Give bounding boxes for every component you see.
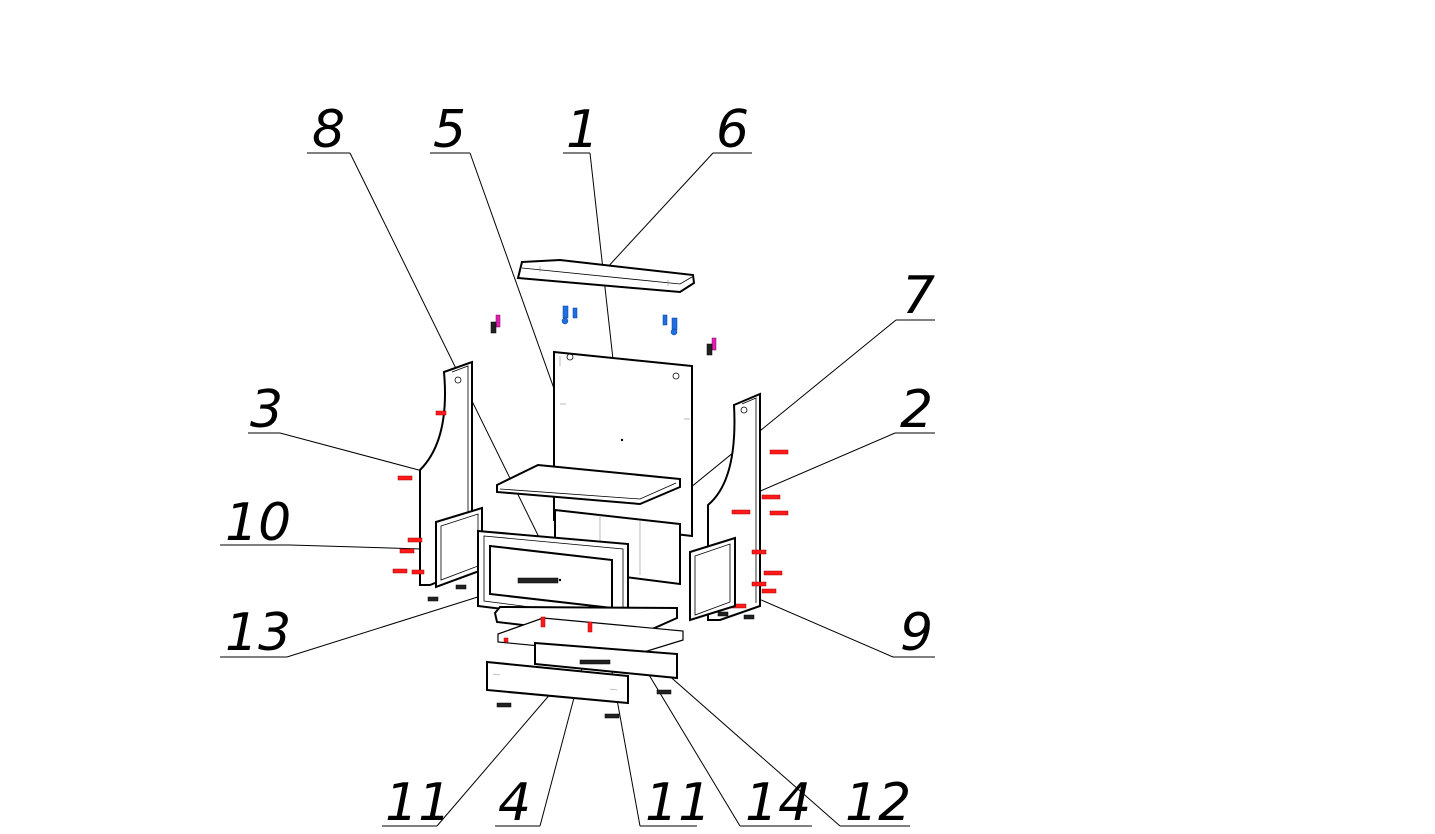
top-fasteners bbox=[490, 305, 717, 356]
callout-3: 3 bbox=[250, 380, 283, 440]
part-8-front-frame bbox=[477, 529, 629, 626]
callout-2: 2 bbox=[900, 380, 933, 440]
callout-6: 6 bbox=[716, 100, 749, 160]
part-11-plinth-front bbox=[486, 660, 629, 719]
callout-14: 14 bbox=[745, 773, 811, 833]
callout-1: 1 bbox=[566, 100, 599, 160]
callout-5: 5 bbox=[433, 100, 466, 160]
callout-8: 8 bbox=[312, 100, 345, 160]
callout-9: 9 bbox=[900, 603, 933, 663]
part-10-left-door bbox=[435, 506, 483, 589]
callout-7: 7 bbox=[902, 266, 935, 326]
callout-10: 10 bbox=[225, 493, 291, 553]
callout-12: 12 bbox=[845, 773, 911, 833]
part-6-top-shelf bbox=[516, 258, 696, 294]
callout-labels: 8 5 1 6 7 3 2 10 13 9 11 4 11 14 12 bbox=[225, 100, 935, 833]
callout-11-right: 11 bbox=[645, 773, 711, 833]
callout-leaders bbox=[220, 152, 935, 827]
part-1-back-panel bbox=[553, 350, 693, 538]
callout-13: 13 bbox=[225, 603, 291, 663]
callout-11-left: 11 bbox=[385, 773, 451, 833]
part-9-right-door bbox=[689, 536, 736, 622]
part-5-middle-shelf bbox=[496, 463, 681, 506]
part-12-plinth-rear bbox=[534, 641, 678, 695]
callout-4: 4 bbox=[498, 773, 531, 833]
